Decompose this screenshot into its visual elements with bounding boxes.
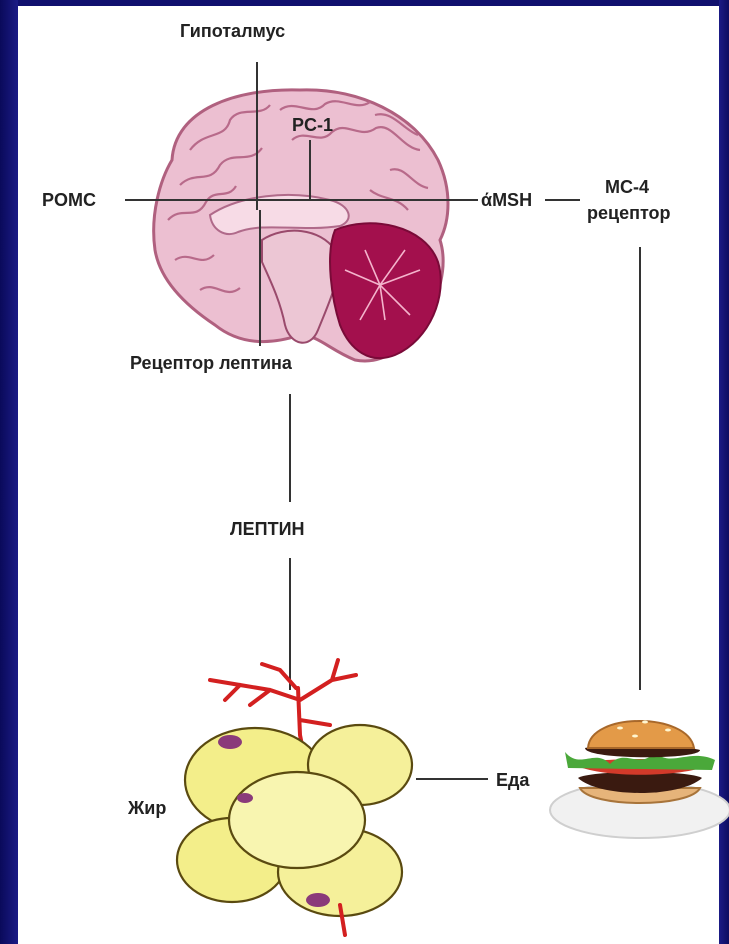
fat-cells-illustration [177, 660, 412, 935]
fat-label: Жир [128, 797, 166, 819]
fat-cell-nucleus [306, 893, 330, 907]
pomc-label: POMC [42, 189, 96, 211]
mc4-receptor-label: рецептор [587, 202, 671, 224]
amsh-label: άMSH [481, 189, 532, 211]
leptin-receptor-label: Рецептор лептина [130, 352, 292, 374]
food-label: Еда [496, 769, 529, 791]
fat-cell-nucleus [237, 793, 253, 803]
fat-cell-nucleus [218, 735, 242, 749]
hamburger-illustration [550, 721, 729, 839]
pc1-label: PC-1 [292, 114, 333, 136]
leptin-label: ЛЕПТИН [230, 518, 305, 540]
top-bun [588, 721, 694, 748]
hypothalamus-label: Гипоталмус [180, 20, 285, 42]
fat-cell [229, 772, 365, 868]
mc4-label: MC-4 [605, 176, 649, 198]
